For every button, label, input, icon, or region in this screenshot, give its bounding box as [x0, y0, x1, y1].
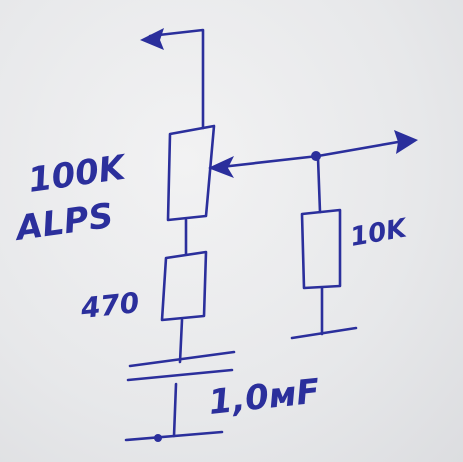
bottom-junction-dot [154, 434, 162, 442]
load-resistor-body [300, 208, 342, 290]
series-resistor-label: 470 [78, 286, 141, 325]
capacitor-bottom-wire [172, 382, 178, 438]
series-resistor-body [160, 250, 208, 322]
bottom-ground-line [124, 430, 224, 442]
input-arrow-icon [140, 28, 164, 50]
ground-bar [290, 326, 358, 340]
wiper-arrow-icon [208, 156, 234, 178]
capacitor-plate-bottom [126, 368, 234, 382]
potentiometer-value-label: 100K [26, 147, 131, 201]
load-resistor-label: 10K [348, 213, 411, 253]
capacitor-label: 1,0мF [207, 372, 322, 423]
wiper-wire [210, 154, 320, 170]
load-resistor-top-wire [316, 156, 322, 214]
output-wire [316, 140, 400, 158]
capacitor-plate-top [128, 350, 236, 368]
output-arrow-icon [394, 130, 418, 154]
resistor-to-cap-wire [178, 318, 184, 364]
potentiometer-brand-label: ALPS [11, 196, 116, 250]
input-wire [148, 28, 205, 130]
potentiometer-body [166, 124, 216, 222]
